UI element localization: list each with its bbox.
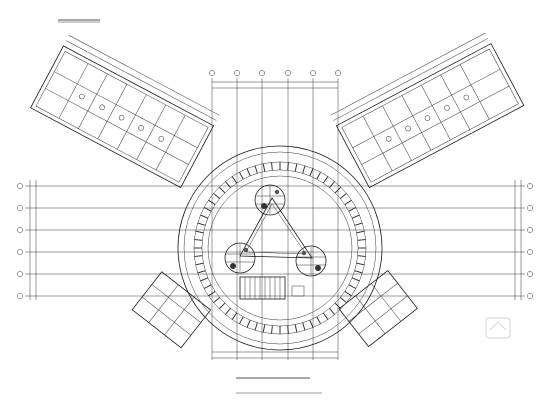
seat-segment xyxy=(271,162,273,171)
seat-segment xyxy=(246,319,251,328)
seat-segment xyxy=(302,322,306,331)
seat-segment xyxy=(322,312,329,320)
seat-segment xyxy=(203,207,212,212)
seat-segment xyxy=(340,297,347,303)
seating-ring xyxy=(194,162,366,334)
seat-segment xyxy=(348,284,357,289)
seat-segment xyxy=(195,262,204,266)
seat-segment xyxy=(334,302,342,310)
seat-segment xyxy=(287,325,289,334)
seat-segment xyxy=(218,186,226,194)
seat-segment xyxy=(348,207,357,212)
main-stair xyxy=(239,276,305,300)
seat-segment xyxy=(246,168,251,177)
seat-segment xyxy=(316,171,321,180)
seat-segment xyxy=(351,277,360,282)
seat-segment xyxy=(262,163,266,172)
seat-segment xyxy=(309,168,314,177)
seat-segment xyxy=(218,302,226,310)
top-stair-core xyxy=(254,184,286,216)
seat-segment xyxy=(334,186,342,194)
seat-segment xyxy=(197,270,206,274)
seat-segment xyxy=(302,165,306,174)
drawing-title-top-left xyxy=(58,19,100,23)
seat-segment xyxy=(194,239,203,241)
seat-segment xyxy=(309,319,314,328)
left-wing xyxy=(30,35,220,189)
seat-segment xyxy=(231,312,238,320)
seat-segment xyxy=(239,171,244,180)
seat-segment xyxy=(231,176,238,184)
left-dimension-bar xyxy=(17,180,37,300)
seat-segment xyxy=(344,199,352,206)
seat-segment xyxy=(208,290,216,297)
seat-segment xyxy=(287,162,289,171)
central-circular-hall xyxy=(177,145,383,351)
seat-segment xyxy=(294,163,298,172)
seat-segment xyxy=(322,176,329,184)
seat-segment xyxy=(203,284,212,289)
right-stair-core xyxy=(295,245,327,277)
seat-segment xyxy=(351,214,360,219)
seat-segment xyxy=(254,165,258,174)
seat-segment xyxy=(357,255,366,257)
seat-segment xyxy=(271,325,273,334)
seat-segment xyxy=(213,193,220,199)
seat-segment xyxy=(200,277,209,282)
watermark-logo xyxy=(485,317,511,339)
seat-segment xyxy=(356,230,365,234)
seat-segment xyxy=(329,308,335,315)
seat-segment xyxy=(357,239,366,241)
seat-segment xyxy=(195,230,204,234)
right-wing xyxy=(330,32,525,189)
seat-segment xyxy=(200,214,209,219)
seat-segment xyxy=(316,316,321,325)
central-vertical-grid xyxy=(209,70,341,360)
lower-left-wing xyxy=(131,271,212,349)
seat-segment xyxy=(254,322,258,331)
left-stair-core xyxy=(224,242,256,274)
seat-segment xyxy=(354,270,363,274)
seat-segment xyxy=(340,193,347,199)
seat-segment xyxy=(262,324,266,333)
seat-segment xyxy=(239,316,244,325)
seat-segment xyxy=(294,324,298,333)
seat-segment xyxy=(354,222,363,226)
triangular-core-layout xyxy=(224,184,327,277)
seat-segment xyxy=(208,199,216,206)
seat-segment xyxy=(225,308,231,315)
seat-segment xyxy=(194,255,203,257)
seat-segment xyxy=(197,222,206,226)
seat-segment xyxy=(213,297,220,303)
seat-segment xyxy=(344,290,352,297)
lower-right-wing xyxy=(338,270,418,348)
right-dimension-bar xyxy=(514,180,533,300)
seat-segment xyxy=(329,181,335,188)
seat-segment xyxy=(225,181,231,188)
drawing-bottom-titles xyxy=(236,377,322,394)
seat-segment xyxy=(356,262,365,266)
